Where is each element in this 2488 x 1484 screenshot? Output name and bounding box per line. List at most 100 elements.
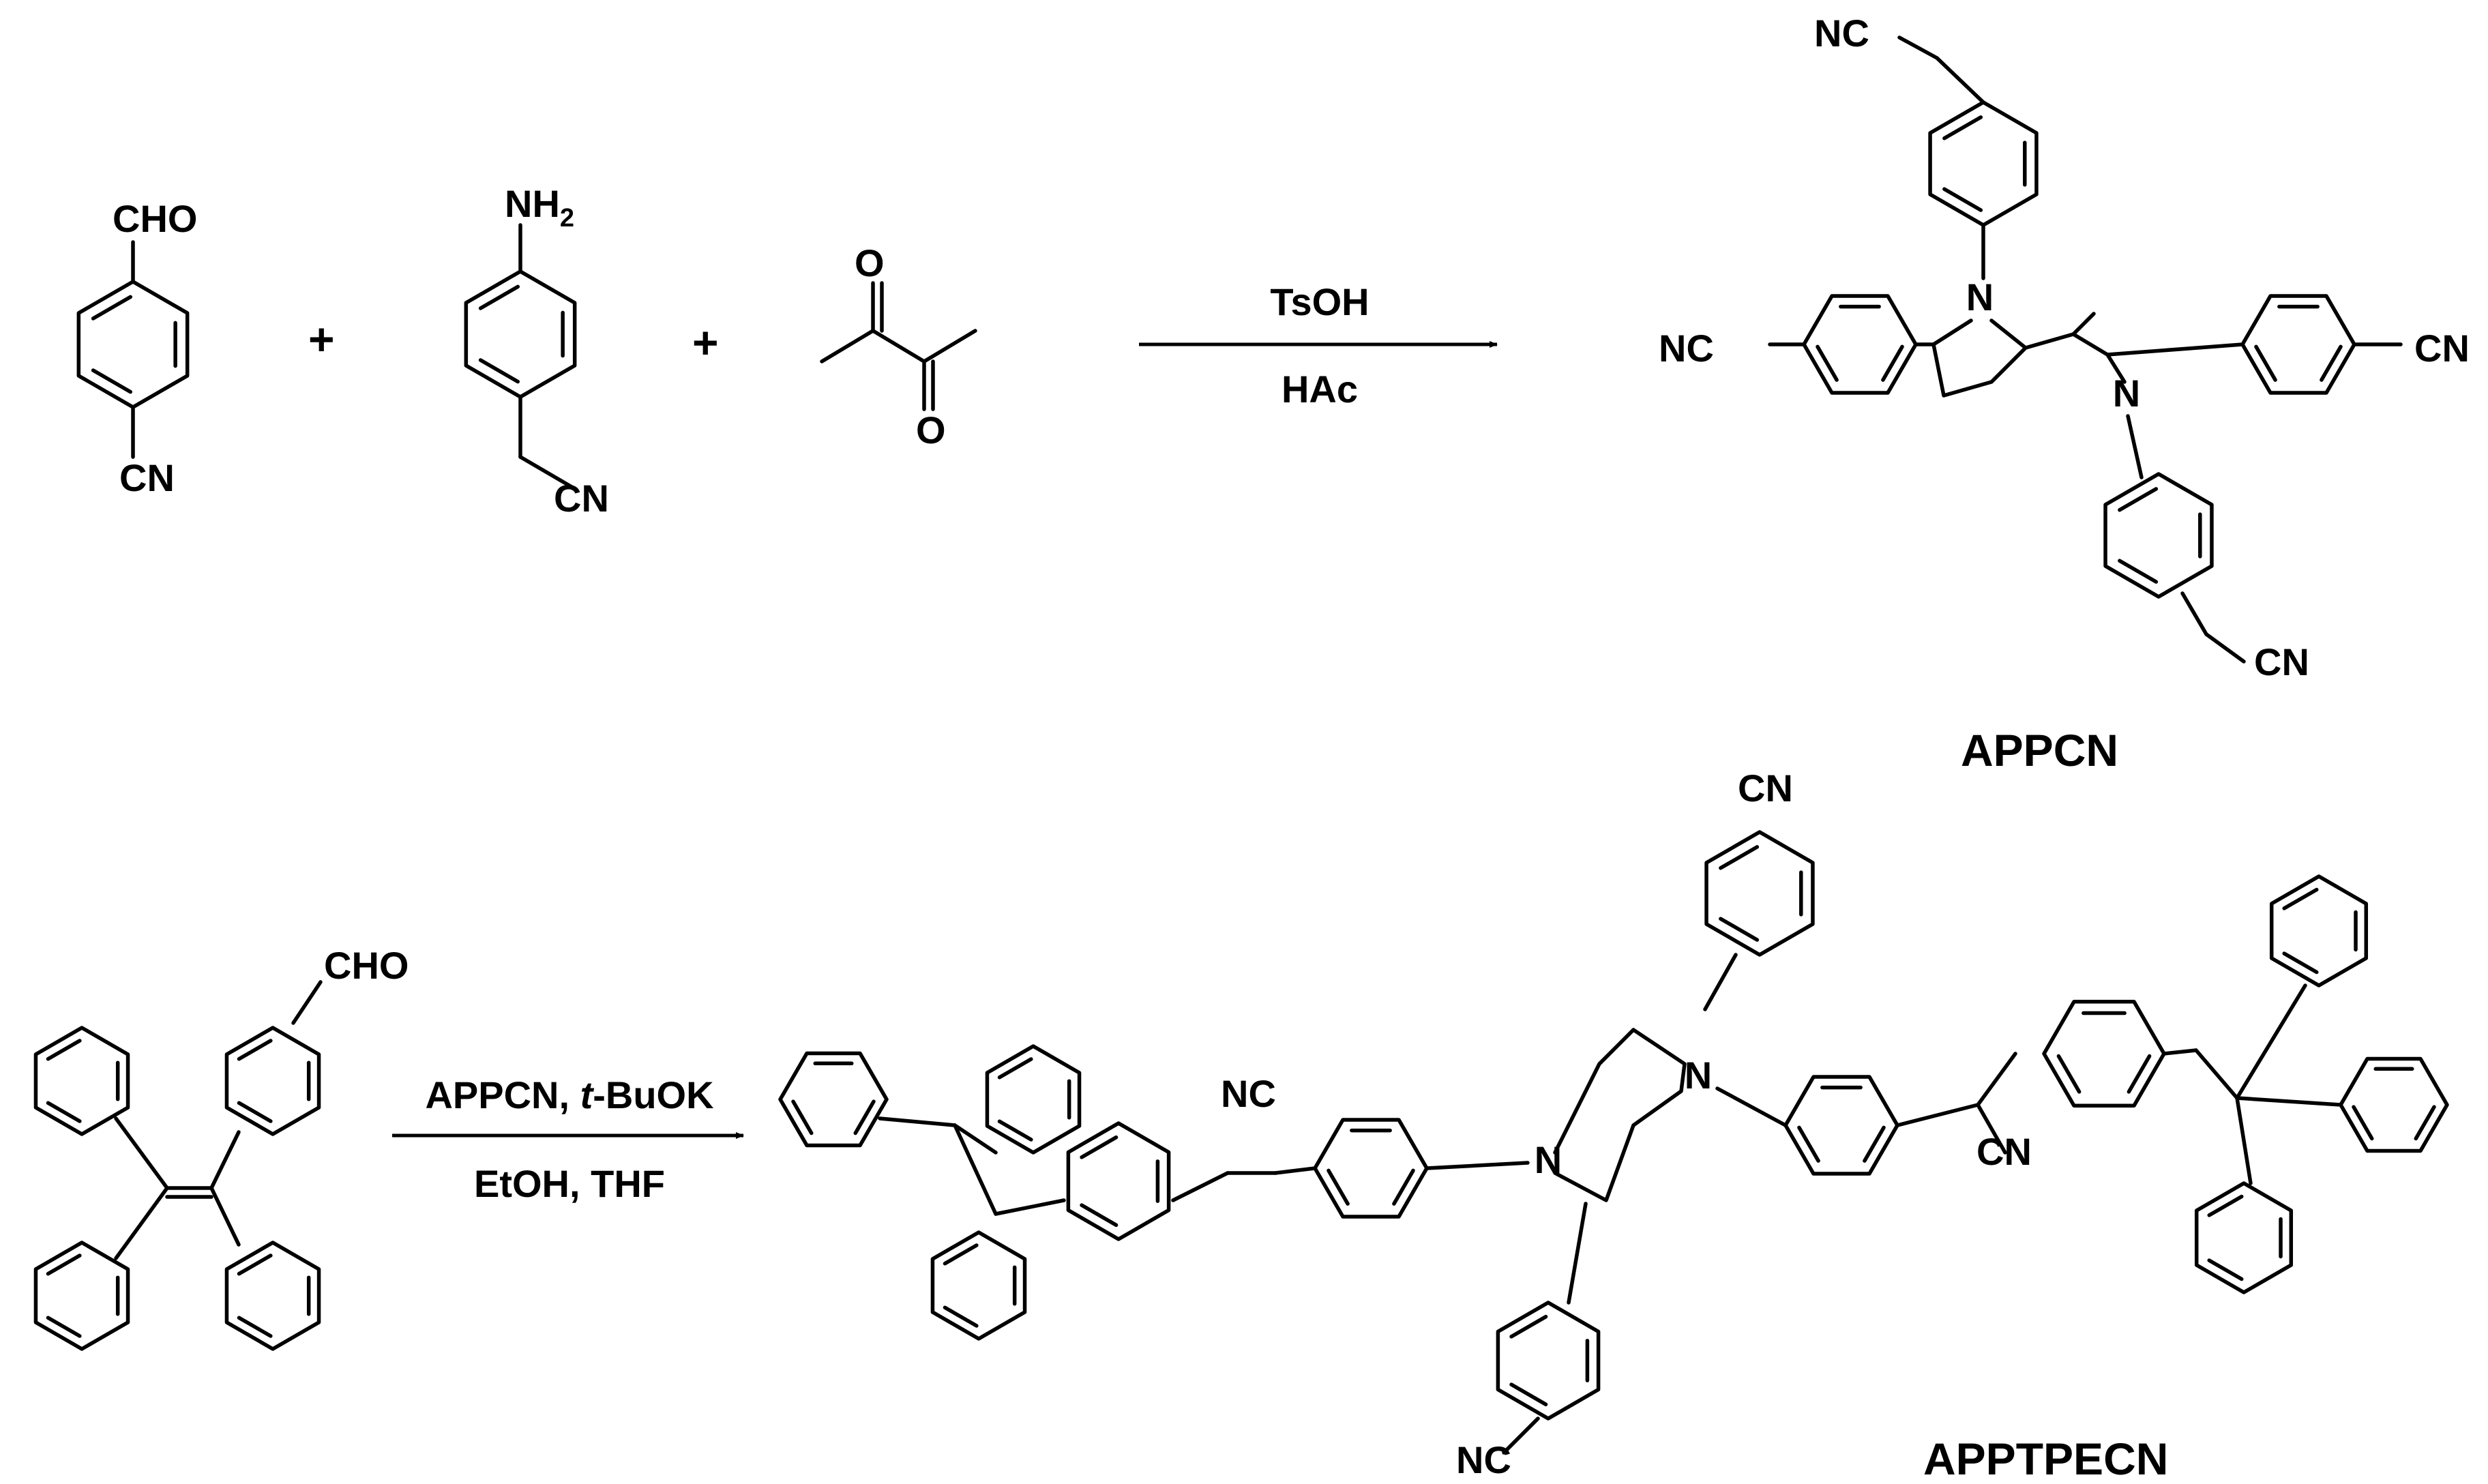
bond [2235, 983, 2307, 1100]
nitrogen-label: N [1685, 1054, 1712, 1097]
plus-sign: + [308, 314, 335, 364]
cn-label: CN [2414, 327, 2470, 370]
benzene-ring [2339, 1056, 2449, 1153]
double-bond [1942, 115, 1983, 140]
benzene-ring [2042, 1000, 2166, 1108]
benzene-ring [1928, 100, 2039, 227]
double-bond [1509, 1314, 1548, 1339]
bond [1502, 1416, 1540, 1455]
plus-sign: + [692, 317, 719, 368]
double-bond [2352, 1105, 2374, 1141]
double-bond [791, 1099, 814, 1136]
double-bond [46, 1039, 82, 1061]
bond [2235, 1096, 2253, 1185]
double-bond [1509, 1382, 1548, 1407]
benzene-ring [76, 280, 190, 409]
cn-label: CN [1976, 1130, 2032, 1173]
double-bond [2207, 1194, 2244, 1217]
reaction-1: CHO CN + NH2 CN + O O TsOH HAc NC NC CN … [113, 12, 2470, 775]
benzene-ring [985, 1044, 1082, 1155]
product-name: APPCN [1961, 725, 2118, 775]
nc-label: NC [1814, 12, 1869, 55]
double-bond [46, 1101, 82, 1123]
benzene-ring [1802, 294, 1918, 395]
cn-label: CN [554, 477, 609, 520]
bond [209, 1186, 241, 1247]
benzene-ring [224, 1241, 321, 1351]
nitrogen-label: N [1966, 276, 1994, 318]
double-bond [997, 1057, 1033, 1080]
bond [2105, 342, 2245, 357]
bond [2194, 1048, 2239, 1100]
bond [953, 1123, 998, 1155]
double-bond [1327, 1168, 1350, 1206]
double-bond [997, 1119, 1033, 1142]
benzene-ring [2269, 874, 2369, 988]
conditions-below: EtOH, THF [474, 1162, 665, 1205]
benzene-ring [464, 269, 577, 399]
double-bond [943, 1305, 979, 1328]
double-bond [237, 1253, 273, 1276]
double-bond [1080, 1203, 1119, 1228]
benzene-ring [778, 1051, 889, 1148]
double-bond [2320, 344, 2343, 382]
cn-label: CN [2254, 640, 2309, 683]
double-bond [1719, 917, 1760, 942]
double-bond [1392, 1168, 1415, 1206]
bond [518, 455, 575, 490]
double-bond [91, 368, 133, 394]
conditions-below: HAc [1282, 368, 1358, 411]
bond [1895, 1103, 1980, 1127]
double-bond [1719, 845, 1760, 870]
bond [209, 1130, 241, 1190]
benzene-ring [224, 1026, 321, 1136]
double-bond [853, 1099, 876, 1136]
cho-label: CHO [113, 197, 197, 240]
bond [1425, 1161, 1530, 1170]
bond [2235, 1096, 2343, 1107]
bond [2071, 312, 2096, 336]
double-bond [1816, 344, 1839, 382]
double-bond [46, 1253, 82, 1276]
benzene-ring [33, 1241, 130, 1351]
bond [1989, 318, 2028, 350]
cn-label: CN [119, 456, 175, 499]
benzene-ring [1704, 830, 1815, 957]
bond [2126, 414, 2144, 479]
nitrogen-label: N [2113, 372, 2140, 415]
oxygen-label: O [855, 241, 885, 284]
double-bond [2414, 1105, 2436, 1141]
double-bond [2127, 1054, 2152, 1094]
benzene-ring [33, 1026, 130, 1136]
reaction-2: CHO APPCN, t-BuOK EtOH, THF NC CN CN NC … [324, 767, 2168, 1484]
bond [1553, 1028, 1687, 1202]
double-bond [478, 358, 520, 384]
bond [1715, 1086, 1788, 1127]
product-name: APPTPECN [1923, 1434, 2168, 1484]
bond [291, 980, 323, 1025]
bond [1273, 1166, 1317, 1175]
bond [1703, 953, 1738, 1011]
double-bond [478, 284, 520, 310]
bond [1976, 1052, 2017, 1107]
bond [1567, 1202, 1588, 1305]
double-bond [2056, 1054, 2082, 1094]
double-bond [1863, 1125, 1886, 1163]
bond [1935, 56, 1985, 104]
bond [2204, 632, 2246, 664]
bond [1976, 1103, 2007, 1155]
benzene-ring [1313, 1118, 1429, 1219]
benzene-ring [930, 1230, 1027, 1341]
nh2-label: NH2 [505, 182, 574, 233]
double-bond [2207, 1258, 2244, 1281]
cho-label: CHO [324, 944, 409, 987]
bond [994, 1198, 1066, 1216]
nc-label: NC [1456, 1438, 1511, 1481]
bond [114, 1186, 169, 1260]
double-bond [237, 1039, 273, 1061]
double-bond [2254, 344, 2277, 382]
bond [2162, 1048, 2198, 1056]
double-bond [1881, 344, 1904, 382]
double-bond [91, 295, 133, 321]
